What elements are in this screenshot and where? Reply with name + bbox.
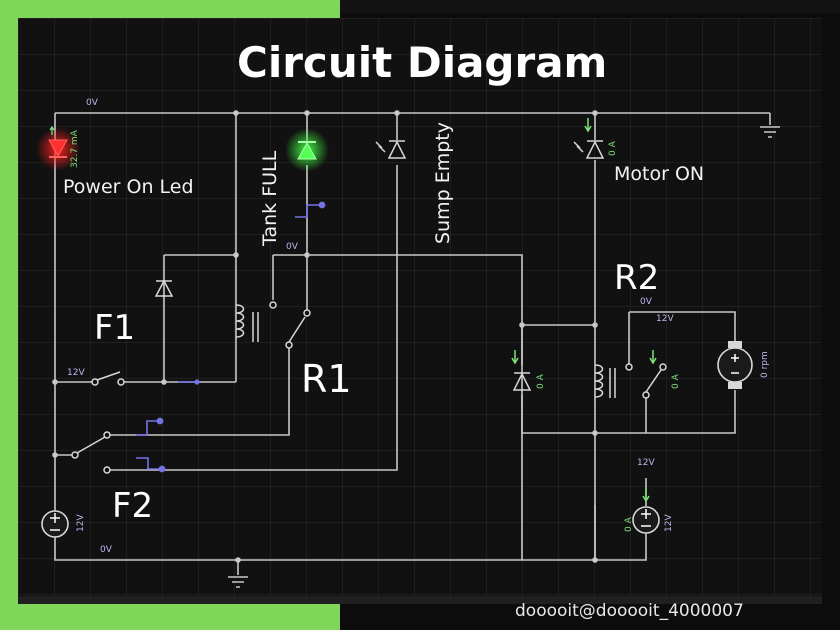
ground-icon: [228, 126, 780, 588]
sump-empty-label: Sump Empty: [432, 122, 454, 244]
top-frame-strip: [340, 0, 840, 14]
f2-switch-icon[interactable]: [71, 431, 111, 474]
f2-label: F2: [112, 486, 154, 526]
r1-coil-icon: [235, 304, 259, 342]
motor-on-label: Motor ON: [614, 163, 705, 185]
f1-node-voltage: 12V: [67, 368, 85, 378]
power-led-icon[interactable]: [48, 125, 68, 158]
f1-label: F1: [94, 308, 136, 348]
f1-diode-icon: [154, 279, 174, 297]
motor-speed: 0 rpm: [760, 351, 770, 378]
sump-empty-led-icon[interactable]: [375, 140, 407, 159]
left-battery-icon[interactable]: [41, 510, 69, 538]
logic-probe-icon: [136, 201, 326, 473]
watermark: dooooit@dooooit_4000007: [515, 601, 744, 621]
r2-diode-icon: [511, 350, 532, 391]
r2-common-voltage: 0V: [640, 297, 652, 307]
motor-led-current: 0 A: [608, 141, 618, 156]
probe-dot: [194, 379, 200, 385]
schematic: [36, 110, 780, 588]
bottom-strip: [18, 596, 822, 604]
top-rail-voltage: 0V: [86, 98, 98, 108]
motor-on-led-icon[interactable]: [573, 118, 605, 159]
left-source-voltage: 12V: [76, 514, 86, 532]
r2-label: R2: [614, 258, 660, 298]
r2-contact-voltage: 12V: [656, 314, 674, 324]
r2-switch-icon: [625, 350, 667, 399]
r1-label: R1: [301, 357, 352, 401]
flyback-current: 0 A: [536, 374, 546, 389]
right-source-voltage: 12V: [664, 514, 674, 532]
r2-switch-current: 0 A: [671, 374, 681, 389]
tank-full-led-icon[interactable]: [297, 141, 317, 160]
bottom-rail-voltage: 0V: [100, 545, 112, 555]
bottom-rail-wire: [54, 535, 595, 561]
r2-coil-icon: [594, 364, 616, 398]
dc-motor-icon[interactable]: [717, 341, 753, 389]
power-led-current: 32.7 mA: [70, 130, 80, 168]
r1-switch-icon: [269, 301, 311, 349]
circuit-canvas[interactable]: [18, 18, 822, 602]
motor-supply-voltage: 12V: [637, 458, 655, 468]
tank-full-label: Tank FULL: [259, 150, 281, 246]
f1-switch-icon[interactable]: [91, 371, 125, 386]
diagram-title: Circuit Diagram: [237, 38, 608, 87]
power-on-led-label: Power On Led: [63, 176, 194, 198]
right-source-current: 0 A: [624, 517, 634, 532]
tank-node-voltage: 0V: [286, 242, 298, 252]
right-battery-icon[interactable]: [595, 478, 660, 561]
